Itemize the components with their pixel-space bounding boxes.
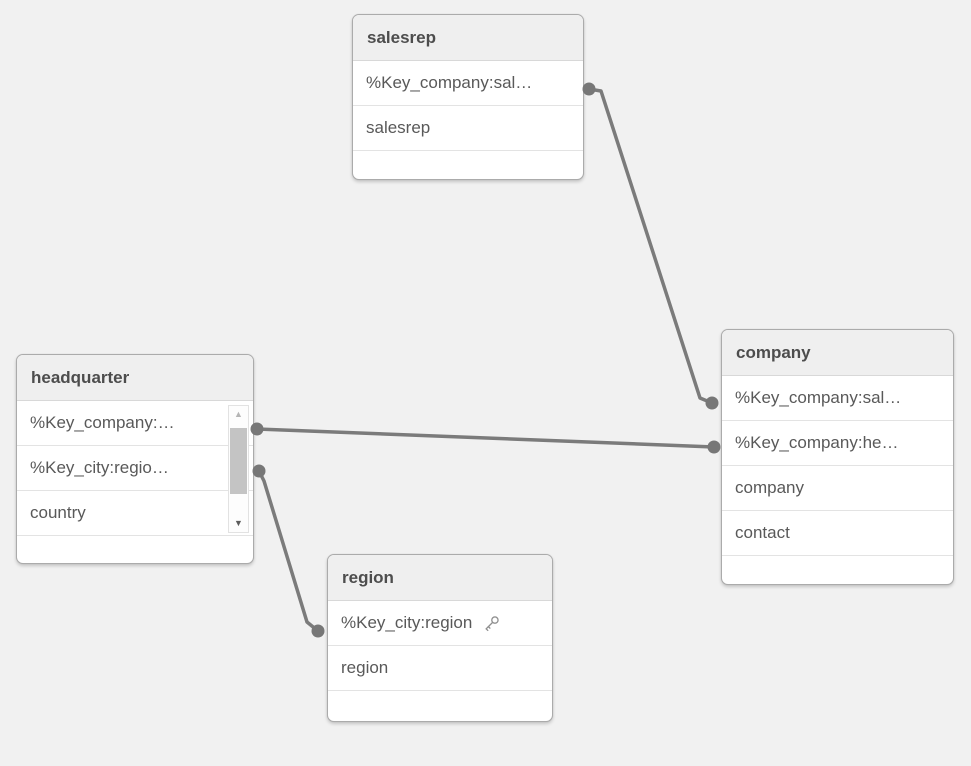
field-row[interactable]: %Key_company:he… [722,421,953,466]
connection-endpoint-dot [705,396,719,410]
table-headquarter[interactable]: headquarter %Key_company:… %Key_city:reg… [16,354,254,564]
field-label: region [341,658,389,677]
field-label: %Key_city:regio… [30,458,169,477]
scrollbar-thumb[interactable] [230,428,247,494]
field-label: company [735,478,804,497]
field-row[interactable]: salesrep [353,106,583,151]
connection-endpoint-dot [707,440,721,454]
connection-line-headquarter-company [255,427,716,449]
field-row[interactable]: %Key_city:region [328,601,552,646]
connection-endpoint-dot [311,624,325,638]
field-label: contact [735,523,790,542]
field-label: %Key_company:sal… [366,73,533,92]
scroll-down-icon[interactable]: ▼ [234,518,243,528]
table-headquarter-title[interactable]: headquarter [17,355,253,401]
field-row[interactable]: country [17,491,253,536]
table-region[interactable]: region %Key_city:region region [327,554,553,722]
field-row[interactable]: contact [722,511,953,556]
field-row[interactable]: %Key_company:sal… [353,61,583,106]
field-label: %Key_city:region [341,613,473,632]
vertical-scrollbar[interactable]: ▲ ▼ [228,405,249,533]
connection-line-headquarter-region [257,469,320,633]
table-salesrep[interactable]: salesrep %Key_company:sal… salesrep [352,14,584,180]
table-company-title[interactable]: company [722,330,953,376]
connection-line-salesrep-company [587,87,714,405]
field-label: country [30,503,86,522]
field-label: salesrep [366,118,431,137]
connection-endpoint-dot [582,82,596,96]
table-company[interactable]: company %Key_company:sal… %Key_company:h… [721,329,954,585]
field-row[interactable]: %Key_company:sal… [722,376,953,421]
table-salesrep-title[interactable]: salesrep [353,15,583,61]
key-icon [485,615,500,631]
scroll-up-icon[interactable]: ▲ [234,409,243,419]
table-region-title[interactable]: region [328,555,552,601]
connection-endpoint-dot [252,464,266,478]
field-row[interactable]: region [328,646,552,691]
field-row[interactable]: %Key_company:… [17,401,253,446]
field-label: %Key_company:… [30,413,175,432]
field-label: %Key_company:sal… [735,388,902,407]
field-row[interactable]: company [722,466,953,511]
field-label: %Key_company:he… [735,433,899,452]
field-row[interactable]: %Key_city:regio… [17,446,253,491]
scrollbar-track[interactable] [229,423,248,515]
